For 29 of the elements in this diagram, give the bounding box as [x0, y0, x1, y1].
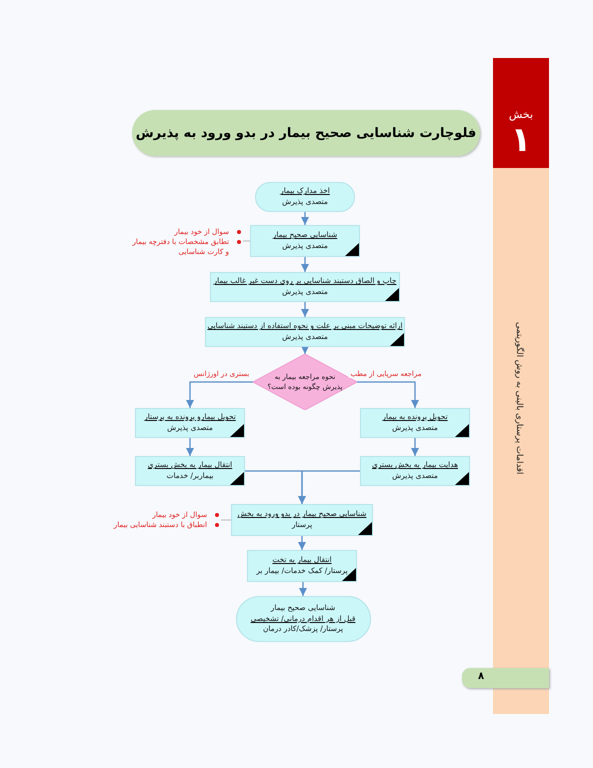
process-box: [210, 272, 400, 302]
process-box: [205, 317, 405, 347]
arrow: [186, 438, 194, 456]
arrow: [186, 381, 253, 408]
process-box: [135, 408, 245, 438]
leader-line: [243, 240, 250, 242]
process-box: [360, 456, 470, 486]
process-box: [360, 408, 470, 438]
section-label: بخش: [508, 108, 534, 121]
chapter-title: اقدامات پرستاری بالینی به روش الگوریتمی: [514, 322, 524, 474]
process-box: [231, 504, 373, 536]
arrow: [301, 257, 309, 272]
process-box: [135, 456, 245, 486]
title-banner: فلوچارت شناسایی صحیح بیمار در بدو ورود به پذیرش: [132, 110, 480, 156]
arrow: [298, 470, 360, 504]
arrow: [357, 381, 419, 408]
leader-line: [221, 519, 231, 521]
page-number: ۸: [478, 671, 484, 682]
terminal-box: [236, 596, 370, 642]
arrow: [411, 438, 419, 456]
terminal-box: [255, 182, 355, 212]
arrow: [301, 346, 309, 354]
arrow: [301, 212, 309, 225]
arrow: [301, 302, 309, 317]
process-box: [250, 225, 360, 257]
arrow: [299, 582, 307, 596]
arrow: [298, 536, 306, 550]
process-box: [247, 550, 357, 582]
section-number: ۱: [510, 120, 532, 160]
